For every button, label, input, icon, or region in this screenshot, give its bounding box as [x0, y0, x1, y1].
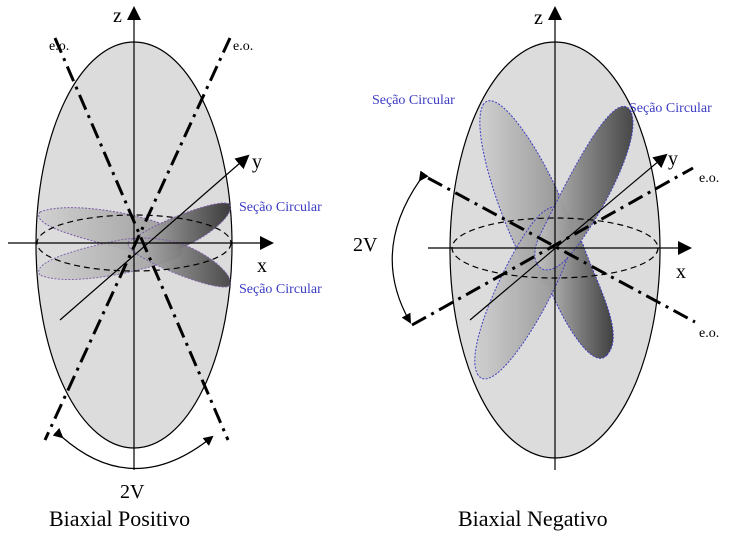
- axis-z-label: z: [113, 5, 122, 27]
- angle-2v-label: 2V: [120, 481, 145, 503]
- diagram-biaxial-negative: z x y e.o. e.o. Seção Circular Seção Cir…: [353, 7, 719, 531]
- angle-2v-arc: [392, 180, 420, 322]
- axis-y-label: y: [252, 151, 262, 173]
- diagram-biaxial-positive: z x y e.o. e.o. Seção Circular Seção Cir…: [8, 5, 322, 531]
- diagram-caption: Biaxial Negativo: [458, 506, 608, 531]
- optic-axis-label-1: e.o.: [49, 39, 69, 54]
- optic-axis-label-1: e.o.: [699, 171, 719, 186]
- diagram-caption: Biaxial Positivo: [49, 506, 190, 531]
- circular-section-label-2: Seção Circular: [629, 101, 712, 116]
- circular-section-label-1: Seção Circular: [239, 200, 322, 215]
- optic-axis-label-2: e.o.: [699, 326, 719, 341]
- circular-section-label-1: Seção Circular: [372, 93, 455, 108]
- axis-z-label: z: [534, 7, 543, 29]
- axis-x-label: x: [257, 255, 267, 277]
- optic-axis-label-2: e.o.: [233, 39, 253, 54]
- axis-y-label: y: [668, 148, 678, 170]
- angle-2v-label: 2V: [353, 234, 378, 256]
- circular-section-label-2: Seção Circular: [239, 282, 322, 297]
- axis-x-label: x: [676, 261, 686, 283]
